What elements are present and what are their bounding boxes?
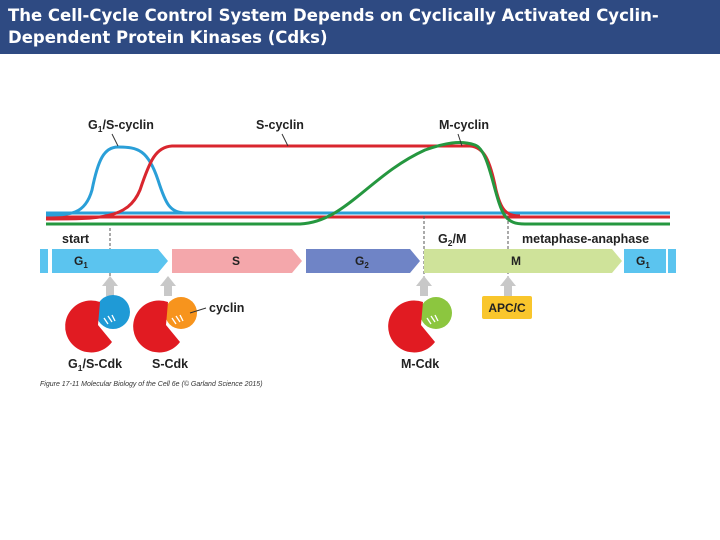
g1-end-band [624, 249, 666, 273]
apcc-box [482, 296, 532, 319]
s-cyclin-curve [45, 144, 521, 221]
m-cyclin-label: M-cyclin [439, 118, 489, 132]
slide-title: The Cell-Cycle Control System Depends on… [8, 6, 659, 47]
g1-end-band-tail [668, 249, 676, 273]
phase-s-label: S [232, 254, 240, 268]
phase-m-label: M [511, 254, 521, 268]
g2-phase-arrow [306, 249, 420, 273]
phase-g1-end-label: G1 [636, 254, 650, 270]
cell-cycle-figure: G1/S-cyclin S-cyclin M-cyclin start G2/M… [40, 118, 676, 388]
m-cdk-complex [388, 297, 452, 353]
s-cdk-label: S-Cdk [152, 357, 188, 371]
m-up-arrow [416, 276, 432, 296]
g1-phase-arrow [52, 249, 168, 273]
g1s-up-arrow [102, 276, 118, 296]
m-cdk-kinase [388, 300, 435, 353]
meta-ana-label: metaphase-anaphase [522, 232, 649, 246]
title-bar: The Cell-Cycle Control System Depends on… [0, 0, 720, 54]
g1-band-tail [40, 249, 48, 273]
g1s-cdk-label: G1/S-Cdk [68, 357, 122, 373]
g1s-cyclin-pointer [111, 133, 119, 147]
g1s-cyclin-label: G1/S-cyclin [88, 118, 154, 134]
m-cyclin-curve [46, 141, 670, 226]
figure-caption: Figure 17-11 Molecular Biology of the Ce… [40, 380, 263, 388]
phase-g1-label: G1 [74, 254, 88, 270]
m-phase-arrow [424, 249, 622, 273]
m-cdk-stripes [426, 314, 439, 325]
s-cyclin-label: S-cyclin [256, 118, 304, 132]
cyclin-pointer [189, 307, 207, 314]
m-cdk-label: M-Cdk [401, 357, 439, 371]
g1s-cyclin-blob [96, 295, 130, 329]
m-cyclin-pointer [457, 133, 463, 147]
g2m-label: G2/M [438, 232, 466, 248]
s-cyclin-blob [165, 297, 197, 329]
phase-g2-label: G2 [355, 254, 369, 270]
g1s-cdk-kinase [65, 300, 112, 353]
g1s-cdk-complex [65, 295, 130, 353]
g1s-cyclin-curve [45, 145, 186, 217]
s-cdk-kinase [133, 300, 180, 353]
s-phase-arrow [172, 249, 302, 273]
s-cdk-complex [133, 297, 197, 353]
apcc-label: APC/C [488, 301, 526, 315]
apcc-up-arrow [500, 276, 516, 296]
s-cyclin-pointer [281, 133, 289, 147]
s-up-arrow [160, 276, 176, 296]
m-cyclin-blob [420, 297, 452, 329]
g1s-cdk-stripes [103, 314, 116, 325]
cyclin-label: cyclin [209, 301, 244, 315]
s-cdk-stripes [171, 314, 184, 325]
start-label: start [62, 232, 90, 246]
